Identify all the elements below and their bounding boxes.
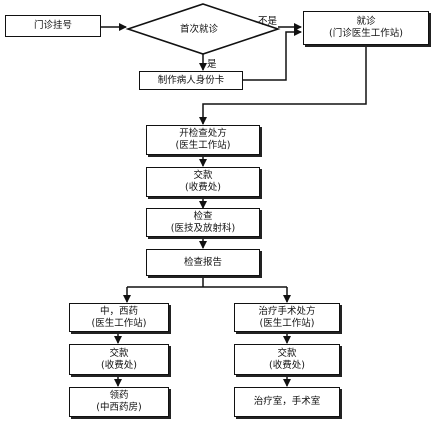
surgery-prescription-line1: 治疗手术处方 (258, 305, 316, 317)
make-card-label: 制作病人身份卡 (157, 74, 225, 86)
make-card-node: 制作病人身份卡 (139, 71, 243, 90)
medicine-line1: 中，西药 (99, 305, 138, 317)
pay3-line1: 交款 (277, 347, 297, 359)
get-medicine-line2: (中西药房) (96, 402, 142, 413)
exam-node: 检查 (医技及放射科) (146, 208, 260, 237)
exam-prescription-line1: 开检查处方 (179, 128, 227, 139)
medicine-line2: (医生工作站) (91, 317, 147, 329)
pay1-line2: (收费处) (185, 182, 221, 193)
get-medicine-node: 领药 (中西药房) (69, 387, 169, 417)
surgery-prescription-node: 治疗手术处方 (医生工作站) (234, 303, 340, 332)
exam-line1: 检查 (193, 210, 213, 222)
surgery-prescription-line2: (医生工作站) (259, 317, 315, 329)
exam-prescription-line2: (医生工作站) (175, 140, 231, 151)
pay3-node: 交款 (收费处) (234, 344, 340, 375)
consult-line1: 就诊 (356, 16, 376, 27)
registration-node: 门诊挂号 (5, 15, 101, 37)
edge-label-no: 不是 (258, 16, 278, 27)
pay2-line1: 交款 (109, 347, 129, 359)
pay3-line2: (收费处) (269, 359, 305, 371)
pay2-node: 交款 (收费处) (69, 344, 169, 375)
exam-report-node: 检查报告 (146, 249, 260, 276)
consult-line2: (门诊医生工作站) (329, 28, 403, 39)
edge-consult-exam-prescription (199, 47, 367, 125)
registration-label: 门诊挂号 (33, 20, 72, 31)
get-medicine-line1: 领药 (109, 390, 129, 401)
treatment-room-node: 治疗室，手术室 (234, 387, 340, 417)
exam-line2: (医技及放射科) (170, 222, 236, 234)
edge-label-yes: 是 (207, 59, 217, 70)
decision-label: 首次就诊 (180, 24, 219, 35)
medicine-node: 中，西药 (医生工作站) (69, 303, 169, 332)
consult-node: 就诊 (门诊医生工作站) (303, 11, 429, 45)
exam-report-label: 检查报告 (183, 256, 222, 268)
treatment-room-label: 治疗室，手术室 (253, 396, 321, 407)
pay1-node: 交款 (收费处) (146, 167, 260, 197)
pay2-line2: (收费处) (101, 359, 137, 371)
edge-card-consult (243, 28, 302, 81)
pay1-line1: 交款 (193, 170, 213, 181)
exam-prescription-node: 开检查处方 (医生工作站) (146, 125, 260, 155)
